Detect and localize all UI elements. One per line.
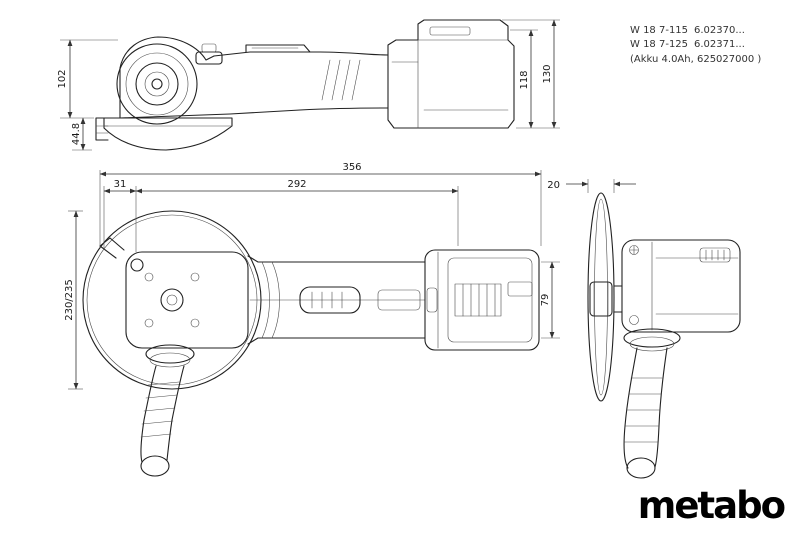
dim-top-body-width: 79 [540,294,551,307]
dim-top-disc-diameter: 230/235 [64,279,75,321]
order-number: 6.02370... [694,25,745,36]
battery-note: (Akku 4.0Ah, 625027000 ) [630,54,762,65]
front-view-drawing [587,192,741,479]
top-view-drawing [82,210,540,477]
metabo-logo: metabo [637,484,786,527]
product-codes: W 18 7-115 6.02370... W 18 7-125 6.02371… [630,24,761,67]
model-name: W 18 7-125 [630,39,689,50]
side-view-dimensions: 102 44.8 118 130 [57,19,560,151]
order-number: 6.02371... [694,39,745,50]
product-row: W 18 7-115 6.02370... [630,24,761,38]
dim-side-height-guard: 44.8 [71,123,82,145]
dim-top-length-head: 31 [114,179,127,190]
dim-side-height-body: 102 [57,69,68,88]
dim-side-height-total: 130 [542,64,553,83]
model-name: W 18 7-115 [630,25,689,36]
dim-top-length-total: 356 [342,162,361,173]
side-view-drawing [95,19,515,151]
dim-front-disc-thickness: 20 [547,180,560,191]
product-row: W 18 7-125 6.02371... [630,38,761,52]
dim-top-length-body: 292 [287,179,306,190]
front-view-dimensions: 20 [547,179,636,193]
top-view-dimensions: 356 292 31 230/235 79 [64,162,560,390]
dim-side-height-battery: 118 [519,70,530,89]
